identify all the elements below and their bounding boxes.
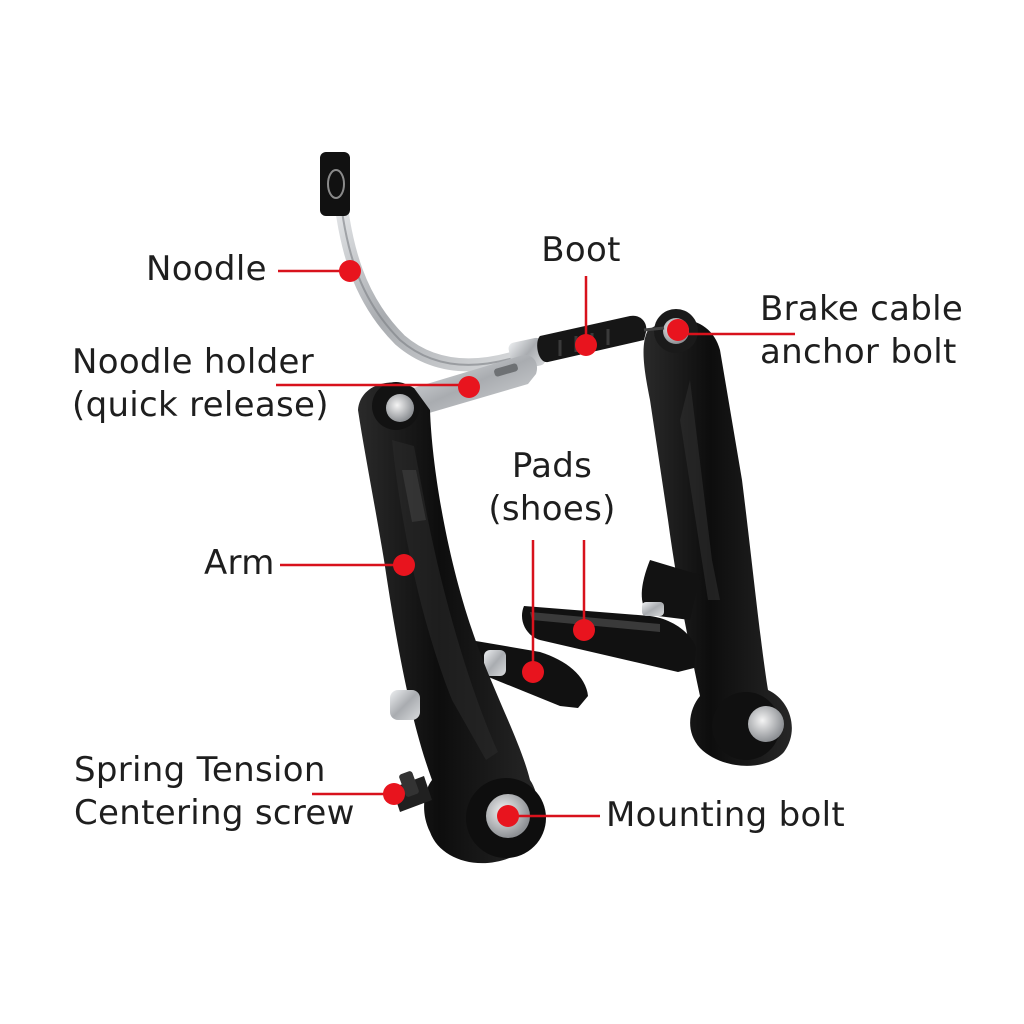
label-brake-cable-anchor-bolt: Brake cable anchor bolt: [760, 288, 963, 374]
label-spring-tension: Spring Tension Centering screw: [74, 749, 355, 835]
label-spring-tension-line-1: Spring Tension: [74, 750, 326, 790]
marker-dot-pads-right: [573, 619, 595, 641]
right-arm-body: [643, 319, 792, 766]
noodle-tube: [331, 169, 527, 372]
label-brake-cable-line-1: Brake cable: [760, 289, 964, 329]
marker-dot-mounting-bolt: [497, 805, 519, 827]
label-arm: Arm: [204, 542, 275, 585]
label-noodle-holder-line-1: Noodle holder: [72, 342, 314, 382]
label-boot: Boot: [538, 229, 624, 272]
noodle-end-cap: [320, 152, 350, 216]
label-pads-line-2: (shoes): [488, 489, 616, 529]
label-brake-cable-line-2: anchor bolt: [760, 332, 957, 372]
right-mounting-bolt: [748, 706, 784, 742]
right-arm: [641, 309, 792, 766]
marker-dot-anchor-bolt: [667, 319, 689, 341]
marker-dot-pads-left: [522, 661, 544, 683]
marker-dot-spring-screw: [383, 783, 405, 805]
label-spring-tension-line-2: Centering screw: [74, 793, 355, 833]
label-noodle: Noodle: [146, 248, 267, 291]
label-noodle-holder: Noodle holder (quick release): [72, 341, 329, 427]
marker-dot-noodle: [339, 260, 361, 282]
label-mounting-bolt-text: Mounting bolt: [606, 795, 846, 835]
marker-dot-arm: [393, 554, 415, 576]
label-pads-line-1: Pads: [511, 446, 593, 486]
label-mounting-bolt: Mounting bolt: [606, 794, 845, 837]
label-boot-text: Boot: [541, 230, 621, 270]
label-noodle-holder-line-2: (quick release): [72, 385, 329, 425]
label-pads: Pads (shoes): [482, 445, 622, 531]
marker-dot-boot: [575, 334, 597, 356]
marker-dot-noodle-holder: [458, 376, 480, 398]
left-arm: [358, 382, 546, 864]
label-noodle-text: Noodle: [146, 249, 267, 289]
right-brake-pad: [521, 602, 696, 672]
callout-leaders: [276, 260, 795, 827]
label-arm-text: Arm: [204, 543, 275, 583]
